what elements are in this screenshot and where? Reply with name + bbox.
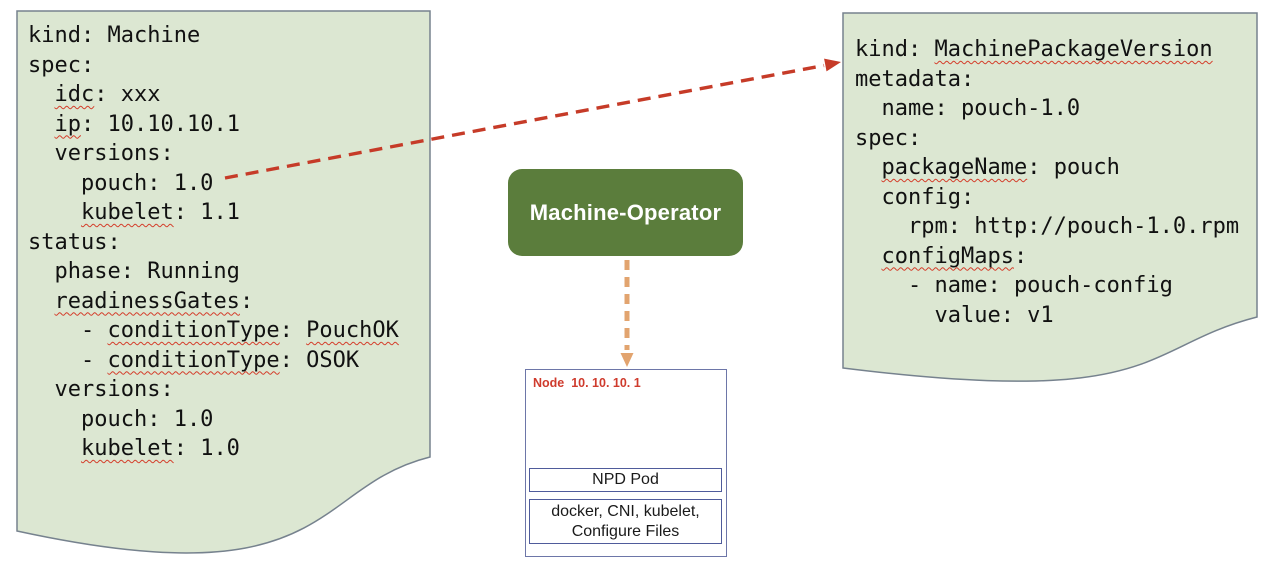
right-document-shape [842,12,1258,382]
yaml-text-segment: spec: [28,52,95,78]
yaml-text-segment: kubelet [80,200,174,225]
yaml-line: phase: Running [28,257,399,287]
yaml-text-segment [28,200,81,225]
npd-pod-box: NPD Pod [529,468,722,492]
yaml-text-segment [28,436,81,461]
node-box: Node 10. 10. 10. 1 NPD Pod docker, CNI, … [525,369,727,557]
yaml-line: spec: [28,51,399,81]
yaml-line: pouch: 1.0 [28,169,399,199]
yaml-line: value: v1 [855,301,1239,331]
yaml-line: - conditionType: OSOK [28,346,399,376]
machine-yaml-document: kind: Machine spec: idc: xxx ip: 10.10.10… [28,21,399,464]
yaml-text-segment: : 1.0 [173,436,240,461]
yaml-text-segment: spec: [855,125,922,151]
machine-operator-label: Machine-Operator [529,199,722,225]
yaml-text-segment: versions: [28,141,174,166]
yaml-text-segment: : 10.10.10.1 [81,111,240,137]
yaml-text-segment: - [28,347,108,373]
machine-operator-box: Machine-Operator [508,169,743,256]
yaml-text-segment: : [1013,243,1028,269]
yaml-text-segment: : 1.1 [173,200,240,225]
yaml-text-segment: status: [28,229,121,255]
yaml-text-segment: versions: [28,377,174,402]
yaml-text-segment: value: v1 [855,302,1054,328]
left-document-shape [16,10,431,554]
yaml-text-segment: idc [54,82,95,107]
yaml-text-segment: : [239,288,254,314]
yaml-text-segment: : pouch [1027,155,1120,180]
yaml-line: - conditionType: PouchOK [28,316,399,346]
yaml-text-segment: conditionType [107,347,280,373]
yaml-text-segment: pouch: 1.0 [28,170,214,196]
red-dashed-arrow-line [224,63,825,180]
yaml-text-segment: kind: Machine [28,23,201,48]
yaml-text-segment [28,112,55,137]
red-arrowhead-icon [824,58,841,72]
yaml-line: rpm: http://pouch-1.0.rpm [855,212,1239,242]
yaml-text-segment: name: pouch-1.0 [855,96,1081,121]
yaml-text-segment: : OSOK [279,347,360,373]
yaml-text-segment [28,82,55,107]
yaml-text-segment: metadata: [855,66,975,92]
yaml-text-segment: phase: Running [28,259,240,284]
yaml-text-segment: rpm: http://pouch-1.0.rpm [855,214,1240,239]
node-components-line1: docker, CNI, kubelet, [551,502,700,520]
yaml-text-segment [855,244,882,269]
yaml-text-segment: readinessGates [54,288,240,314]
yaml-line: readinessGates: [28,287,399,317]
yaml-text-segment: - name: pouch-config [855,273,1173,298]
yaml-text-segment: packageName [881,155,1028,180]
yaml-line: kubelet: 1.1 [28,198,399,228]
yaml-line: config: [855,183,1239,213]
yaml-text-segment: : xxx [94,82,161,107]
yaml-text-segment: ip [54,111,82,137]
node-components-box: docker, CNI, kubelet, Configure Files [529,499,722,544]
yaml-line: idc: xxx [28,80,399,110]
yaml-text-segment: - [28,318,108,343]
yaml-line: packageName: pouch [855,153,1239,183]
yaml-text-segment: MachinePackageVersion [934,37,1213,62]
yaml-line: kind: MachinePackageVersion [855,35,1239,65]
node-title: Node 10. 10. 10. 1 [533,376,641,390]
yaml-text-segment: PouchOK [306,318,399,343]
down-arrowhead-icon [620,353,634,367]
yaml-line: configMaps: [855,242,1239,272]
yaml-line: versions: [28,375,399,405]
yaml-line: versions: [28,139,399,169]
yaml-line: ip: 10.10.10.1 [28,110,399,140]
yaml-text-segment: kind: [855,37,935,62]
yaml-line: spec: [855,124,1239,154]
yaml-text-segment: kubelet [80,436,174,461]
yaml-text-segment: : [279,318,307,343]
yaml-text-segment: conditionType [107,318,280,343]
yaml-text-segment [28,289,55,314]
yaml-line: kubelet: 1.0 [28,434,399,464]
node-components-line2: Configure Files [571,522,680,540]
yaml-line: status: [28,228,399,258]
yaml-line: name: pouch-1.0 [855,94,1239,124]
yaml-text-segment: config: [855,184,975,210]
npd-pod-label: NPD Pod [592,471,659,488]
yaml-text-segment [855,155,882,180]
yaml-text-segment: configMaps [881,243,1014,269]
yaml-line: kind: Machine [28,21,399,51]
yaml-line: pouch: 1.0 [28,405,399,435]
yaml-line: metadata: [855,65,1239,95]
yaml-text-segment: pouch: 1.0 [28,406,214,432]
yaml-line: - name: pouch-config [855,271,1239,301]
